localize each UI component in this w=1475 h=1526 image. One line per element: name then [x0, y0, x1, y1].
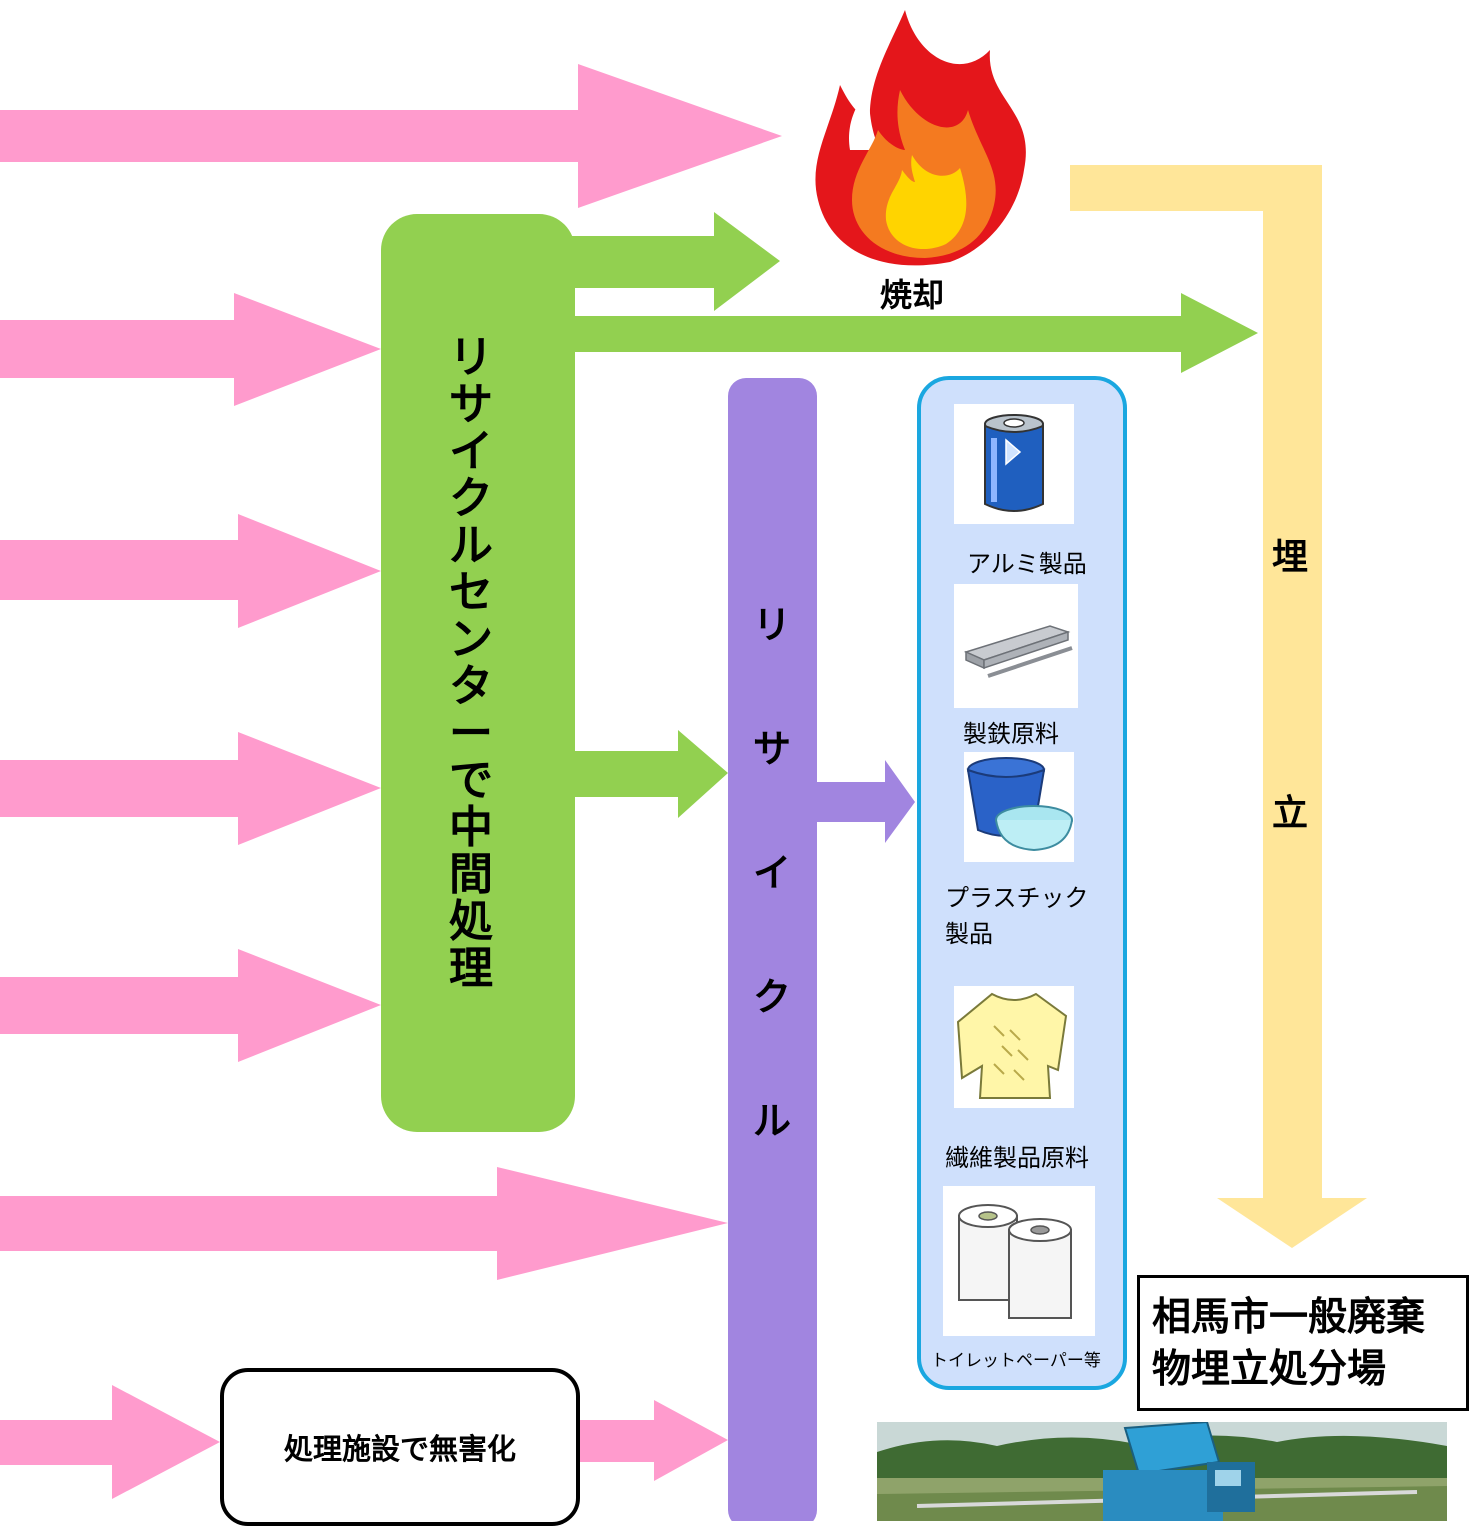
recycle-center-label-char: 間	[449, 849, 493, 900]
recycle-center-label-char: サ	[449, 379, 493, 430]
detox-to-recycle-arrow	[578, 1400, 728, 1481]
product-label-aluminum: アルミ製品	[967, 550, 1087, 578]
product-label-steel: 製鉄原料	[963, 720, 1059, 748]
recycle-label: リサイクル	[732, 606, 812, 1226]
detox-label: 処理施設で無害化	[283, 1432, 516, 1466]
recycle-bar	[728, 378, 817, 1521]
recycle-center-label-char: イ	[449, 426, 493, 477]
aluminum-can-icon	[954, 404, 1074, 524]
disposal-site-box: 相馬市一般廃棄 物埋立処分場	[1137, 1275, 1469, 1411]
disposal-site-line2: 物埋立処分場	[1152, 1347, 1387, 1392]
recycle-label-char: ク	[752, 975, 791, 1019]
incoming-arrow-center-3	[0, 732, 381, 845]
product-label-plastic-line1: プラスチック	[945, 884, 1089, 912]
detox-facility-box: 処理施設で無害化	[220, 1368, 580, 1526]
incineration-label: 焼却	[879, 276, 944, 314]
center-to-incineration-arrow	[572, 212, 780, 311]
incoming-arrow-incineration	[0, 64, 782, 208]
recycle-center-label: リサイクルセンターで中間処理	[433, 336, 509, 994]
incoming-arrow-recycle	[0, 1167, 728, 1280]
landfill-label: 埋立	[1250, 540, 1330, 1052]
recycle-center-label-char: リ	[449, 332, 493, 383]
center-to-landfill-arrow	[572, 293, 1258, 373]
recycle-center-label-char: ク	[449, 473, 493, 524]
center-to-recycle-arrow	[572, 730, 728, 818]
landfill-label-char: 立	[1271, 793, 1308, 834]
recycle-label-char: リ	[752, 603, 791, 647]
disposal-site-line1: 相馬市一般廃棄	[1152, 1295, 1426, 1340]
product-label-textile: 繊維製品原料	[945, 1144, 1089, 1172]
incoming-arrow-center-4	[0, 949, 381, 1062]
product-label-plastic-line2: 製品	[945, 920, 993, 948]
recycle-center-label-char: ン	[449, 614, 493, 665]
recycle-to-products-arrow	[815, 760, 915, 843]
recycle-label-char: サ	[752, 727, 791, 771]
product-label-toilet-paper: トイレットペーパー等	[931, 1351, 1101, 1371]
landfill-site-photo	[877, 1422, 1447, 1521]
recycle-label-char: ル	[752, 1099, 791, 1143]
recycled-products-panel: アルミ製品 製鉄原料 プラスチック 製品 繊維製品原料	[917, 376, 1127, 1390]
recycle-label-char: イ	[752, 851, 791, 895]
recycle-center-label-char: タ	[449, 661, 493, 712]
sweater-icon	[954, 986, 1074, 1108]
recycle-center-label-char: 理	[449, 943, 493, 994]
incoming-arrow-center-2	[0, 514, 381, 628]
incoming-arrow-center-1	[0, 293, 381, 406]
plastic-bucket-icon	[964, 752, 1074, 862]
recycle-center-label-char: ー	[449, 708, 493, 759]
recycle-center-label-char: ル	[449, 520, 493, 571]
recycle-center-label-char: で	[449, 755, 493, 806]
recycle-center-box	[381, 214, 575, 1132]
fire-icon	[815, 10, 1026, 266]
steel-beam-icon	[954, 584, 1078, 708]
recycle-center-label-char: 処	[449, 896, 493, 947]
landfill-arrow	[1070, 165, 1367, 1248]
recycle-center-label-char: セ	[449, 567, 493, 618]
incoming-arrow-detox	[0, 1385, 220, 1499]
landfill-label-char: 埋	[1271, 537, 1308, 578]
recycle-center-label-char: 中	[449, 802, 493, 853]
toilet-paper-icon	[943, 1186, 1095, 1336]
